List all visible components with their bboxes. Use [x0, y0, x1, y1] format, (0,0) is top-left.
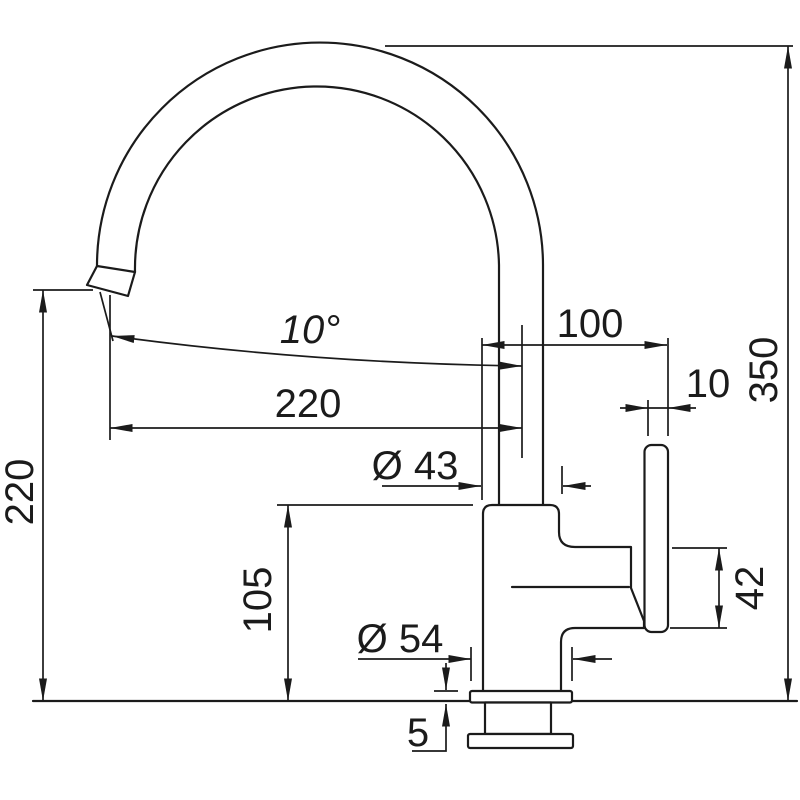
dim-total-height: 350 [385, 45, 793, 701]
ref-line-angle [99, 291, 114, 342]
dim-label-220-horizontal: 220 [275, 382, 342, 426]
dim-label-350: 350 [742, 337, 786, 404]
dim-outlet-height: 220 [0, 289, 93, 701]
dim-label-100: 100 [557, 302, 624, 346]
base-flange [468, 689, 574, 704]
dim-spout-angle: 10° [99, 291, 523, 370]
dim-label-42: 42 [728, 566, 772, 611]
dim-base-plate-height: 5 [407, 663, 458, 755]
spout-outlet-seam [95, 264, 137, 274]
dim-body-height: 105 [236, 504, 473, 701]
dim-label-d43: Ø 43 [372, 444, 459, 488]
faucet-outline [31, 41, 799, 750]
dim-spout-reach: 220 [109, 295, 523, 458]
dim-label-10deg: 10° [280, 308, 341, 352]
side-lever-handle [643, 443, 670, 634]
gooseneck-spout [85, 41, 545, 508]
dim-label-10: 10 [686, 362, 731, 406]
mounting-nut [466, 732, 575, 750]
dim-body-diameter: Ø 43 [372, 444, 591, 494]
dim-base-diameter: Ø 54 [357, 617, 612, 681]
dim-arc-10deg [111, 335, 523, 370]
dim-label-220-vertical: 220 [0, 459, 42, 526]
dim-handle-width: 10 [620, 362, 730, 436]
dim-leader-5 [412, 704, 450, 752]
dim-label-d54: Ø 54 [357, 617, 444, 661]
dim-label-5: 5 [407, 711, 429, 755]
faucet-body [481, 503, 646, 694]
dim-label-105: 105 [236, 567, 280, 634]
dim-handle-height: 42 [670, 547, 772, 629]
dim-handle-offset: 100 [481, 302, 669, 500]
mounting-shank [483, 701, 553, 736]
